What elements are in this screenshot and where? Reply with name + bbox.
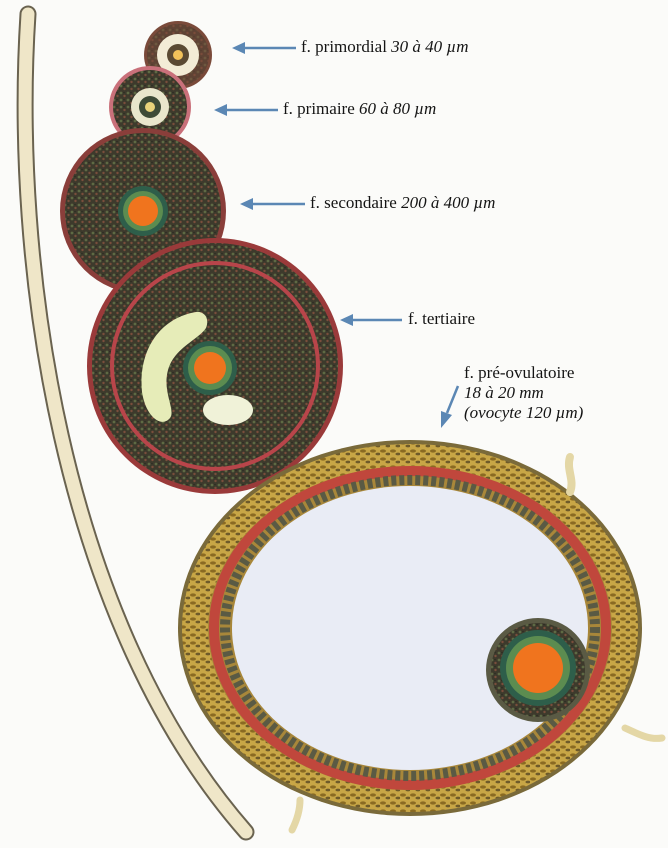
label-primaire-name: f. primaire [283, 99, 355, 118]
label-preovulatoire: f. pré-ovulatoire 18 à 20 mm (ovocyte 12… [464, 363, 583, 423]
label-primordial-name: f. primordial [301, 37, 387, 56]
label-tertiaire-name: f. tertiaire [408, 309, 475, 328]
label-primordial: f. primordial 30 à 40 µm [301, 37, 469, 57]
arrow-secondaire [240, 198, 305, 210]
arrow-tertiaire [340, 314, 402, 326]
label-primordial-size: 30 à 40 µm [391, 37, 468, 56]
tertiary-follicle [87, 238, 343, 494]
label-preovulatoire-size: 18 à 20 mm [464, 383, 583, 403]
label-primaire-size: 60 à 80 µm [359, 99, 436, 118]
preovulatory-follicle [178, 440, 662, 830]
label-secondaire: f. secondaire 200 à 400 µm [310, 193, 495, 213]
arrow-primaire [214, 104, 278, 116]
label-primaire: f. primaire 60 à 80 µm [283, 99, 436, 119]
label-preovulatoire-name: f. pré-ovulatoire [464, 363, 583, 383]
arrow-primordial [232, 42, 296, 54]
arrow-preovulatoire [441, 386, 458, 428]
label-secondaire-name: f. secondaire [310, 193, 397, 212]
label-preovulatoire-oocyte: (ovocyte 120 µm) [464, 403, 583, 423]
label-tertiaire: f. tertiaire [408, 309, 475, 329]
label-secondaire-size: 200 à 400 µm [401, 193, 495, 212]
